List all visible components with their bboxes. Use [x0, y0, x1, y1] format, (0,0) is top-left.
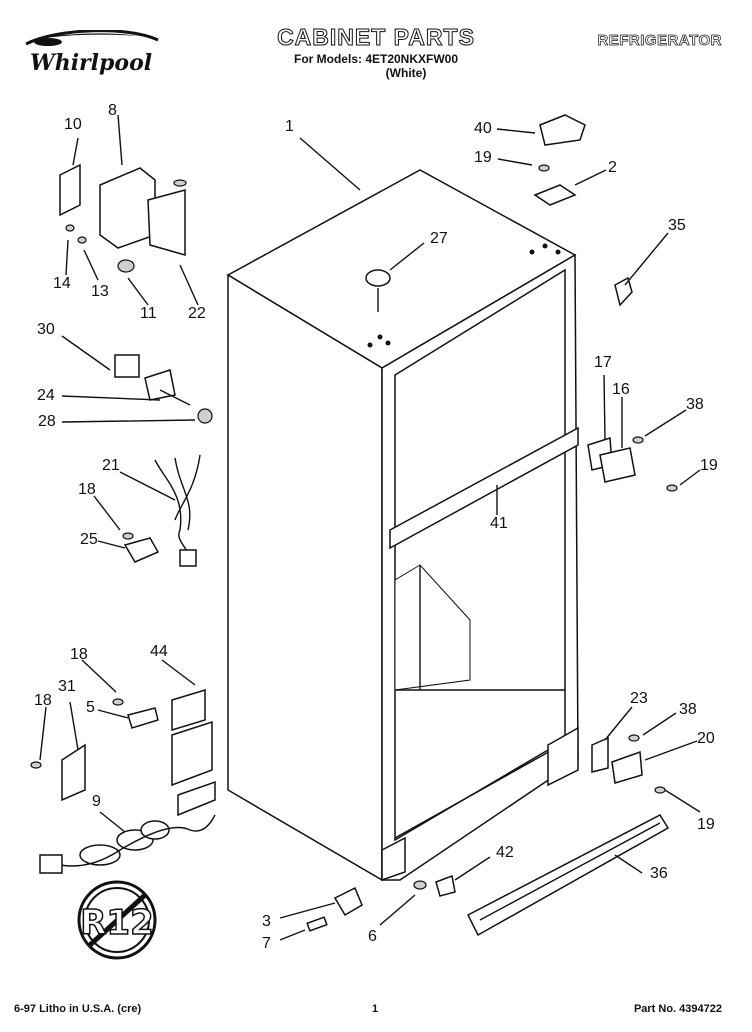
page-title: CABINET PARTS	[277, 24, 475, 51]
callout-20: 20	[697, 730, 715, 747]
callout-3: 3	[262, 913, 271, 930]
power-cord	[39, 814, 216, 874]
callout-30: 30	[37, 321, 55, 338]
callout-31: 31	[58, 678, 76, 695]
callout-10: 10	[64, 116, 82, 133]
footer-part-number: Part No. 4394722	[633, 1003, 722, 1015]
callout-6: 6	[368, 928, 377, 945]
callout-44: 44	[150, 643, 168, 660]
callout-8: 8	[108, 102, 117, 119]
callout-40: 40	[474, 120, 492, 137]
callout-16: 16	[612, 381, 630, 398]
leader-lines	[39, 114, 701, 941]
callout-19-c: 19	[697, 816, 715, 833]
cold-control	[114, 354, 213, 424]
callout-22: 22	[188, 305, 206, 322]
callout-14: 14	[53, 275, 71, 292]
callout-7: 7	[262, 935, 271, 952]
callout-13: 13	[91, 283, 109, 300]
footer-litho: 6-97 Litho in U.S.A. (cre)	[14, 1003, 142, 1015]
callout-42: 42	[496, 844, 514, 861]
callout-2: 2	[608, 159, 617, 176]
hinge-top	[533, 114, 633, 307]
callout-19-a: 19	[474, 149, 492, 166]
callout-38-a: 38	[686, 396, 704, 413]
callout-23: 23	[630, 690, 648, 707]
callout-27: 27	[430, 230, 448, 247]
toe-grille	[466, 814, 670, 937]
callout-5: 5	[86, 699, 95, 716]
leveling-parts	[306, 874, 456, 932]
compressor-relay	[59, 163, 187, 273]
hinge-bottom	[591, 734, 666, 794]
callout-21: 21	[102, 457, 120, 474]
lower-left-parts	[30, 688, 216, 817]
model-variant: (White)	[385, 66, 427, 80]
callout-18-b: 18	[70, 646, 88, 663]
callout-1: 1	[285, 118, 294, 135]
model-line: For Models: 4ET20NKXFW00	[293, 52, 459, 66]
callout-19-b: 19	[700, 457, 718, 474]
thermostat-knob	[365, 269, 391, 312]
callout-24: 24	[37, 387, 55, 404]
hinge-center	[587, 436, 678, 492]
appliance-label: REFRIGERATOR	[597, 32, 722, 50]
callout-25: 25	[80, 531, 98, 548]
callout-36: 36	[650, 865, 668, 882]
brand-logo	[25, 30, 159, 46]
callout-18-c: 18	[34, 692, 52, 709]
callout-38-b: 38	[679, 701, 697, 718]
cabinet-shell	[226, 169, 579, 882]
wire-harness	[122, 454, 201, 567]
seal-text: R12	[80, 903, 154, 943]
callout-11: 11	[140, 305, 157, 322]
callout-18-a: 18	[78, 481, 96, 498]
footer-page-number: 1	[372, 1003, 379, 1015]
r12-seal: R12	[77, 880, 157, 960]
brand-name: Whirlpool	[30, 50, 153, 76]
callout-35: 35	[668, 217, 686, 234]
callout-9: 9	[92, 793, 101, 810]
callout-41: 41	[490, 515, 508, 532]
callout-28: 28	[38, 413, 56, 430]
callout-17: 17	[594, 354, 612, 371]
